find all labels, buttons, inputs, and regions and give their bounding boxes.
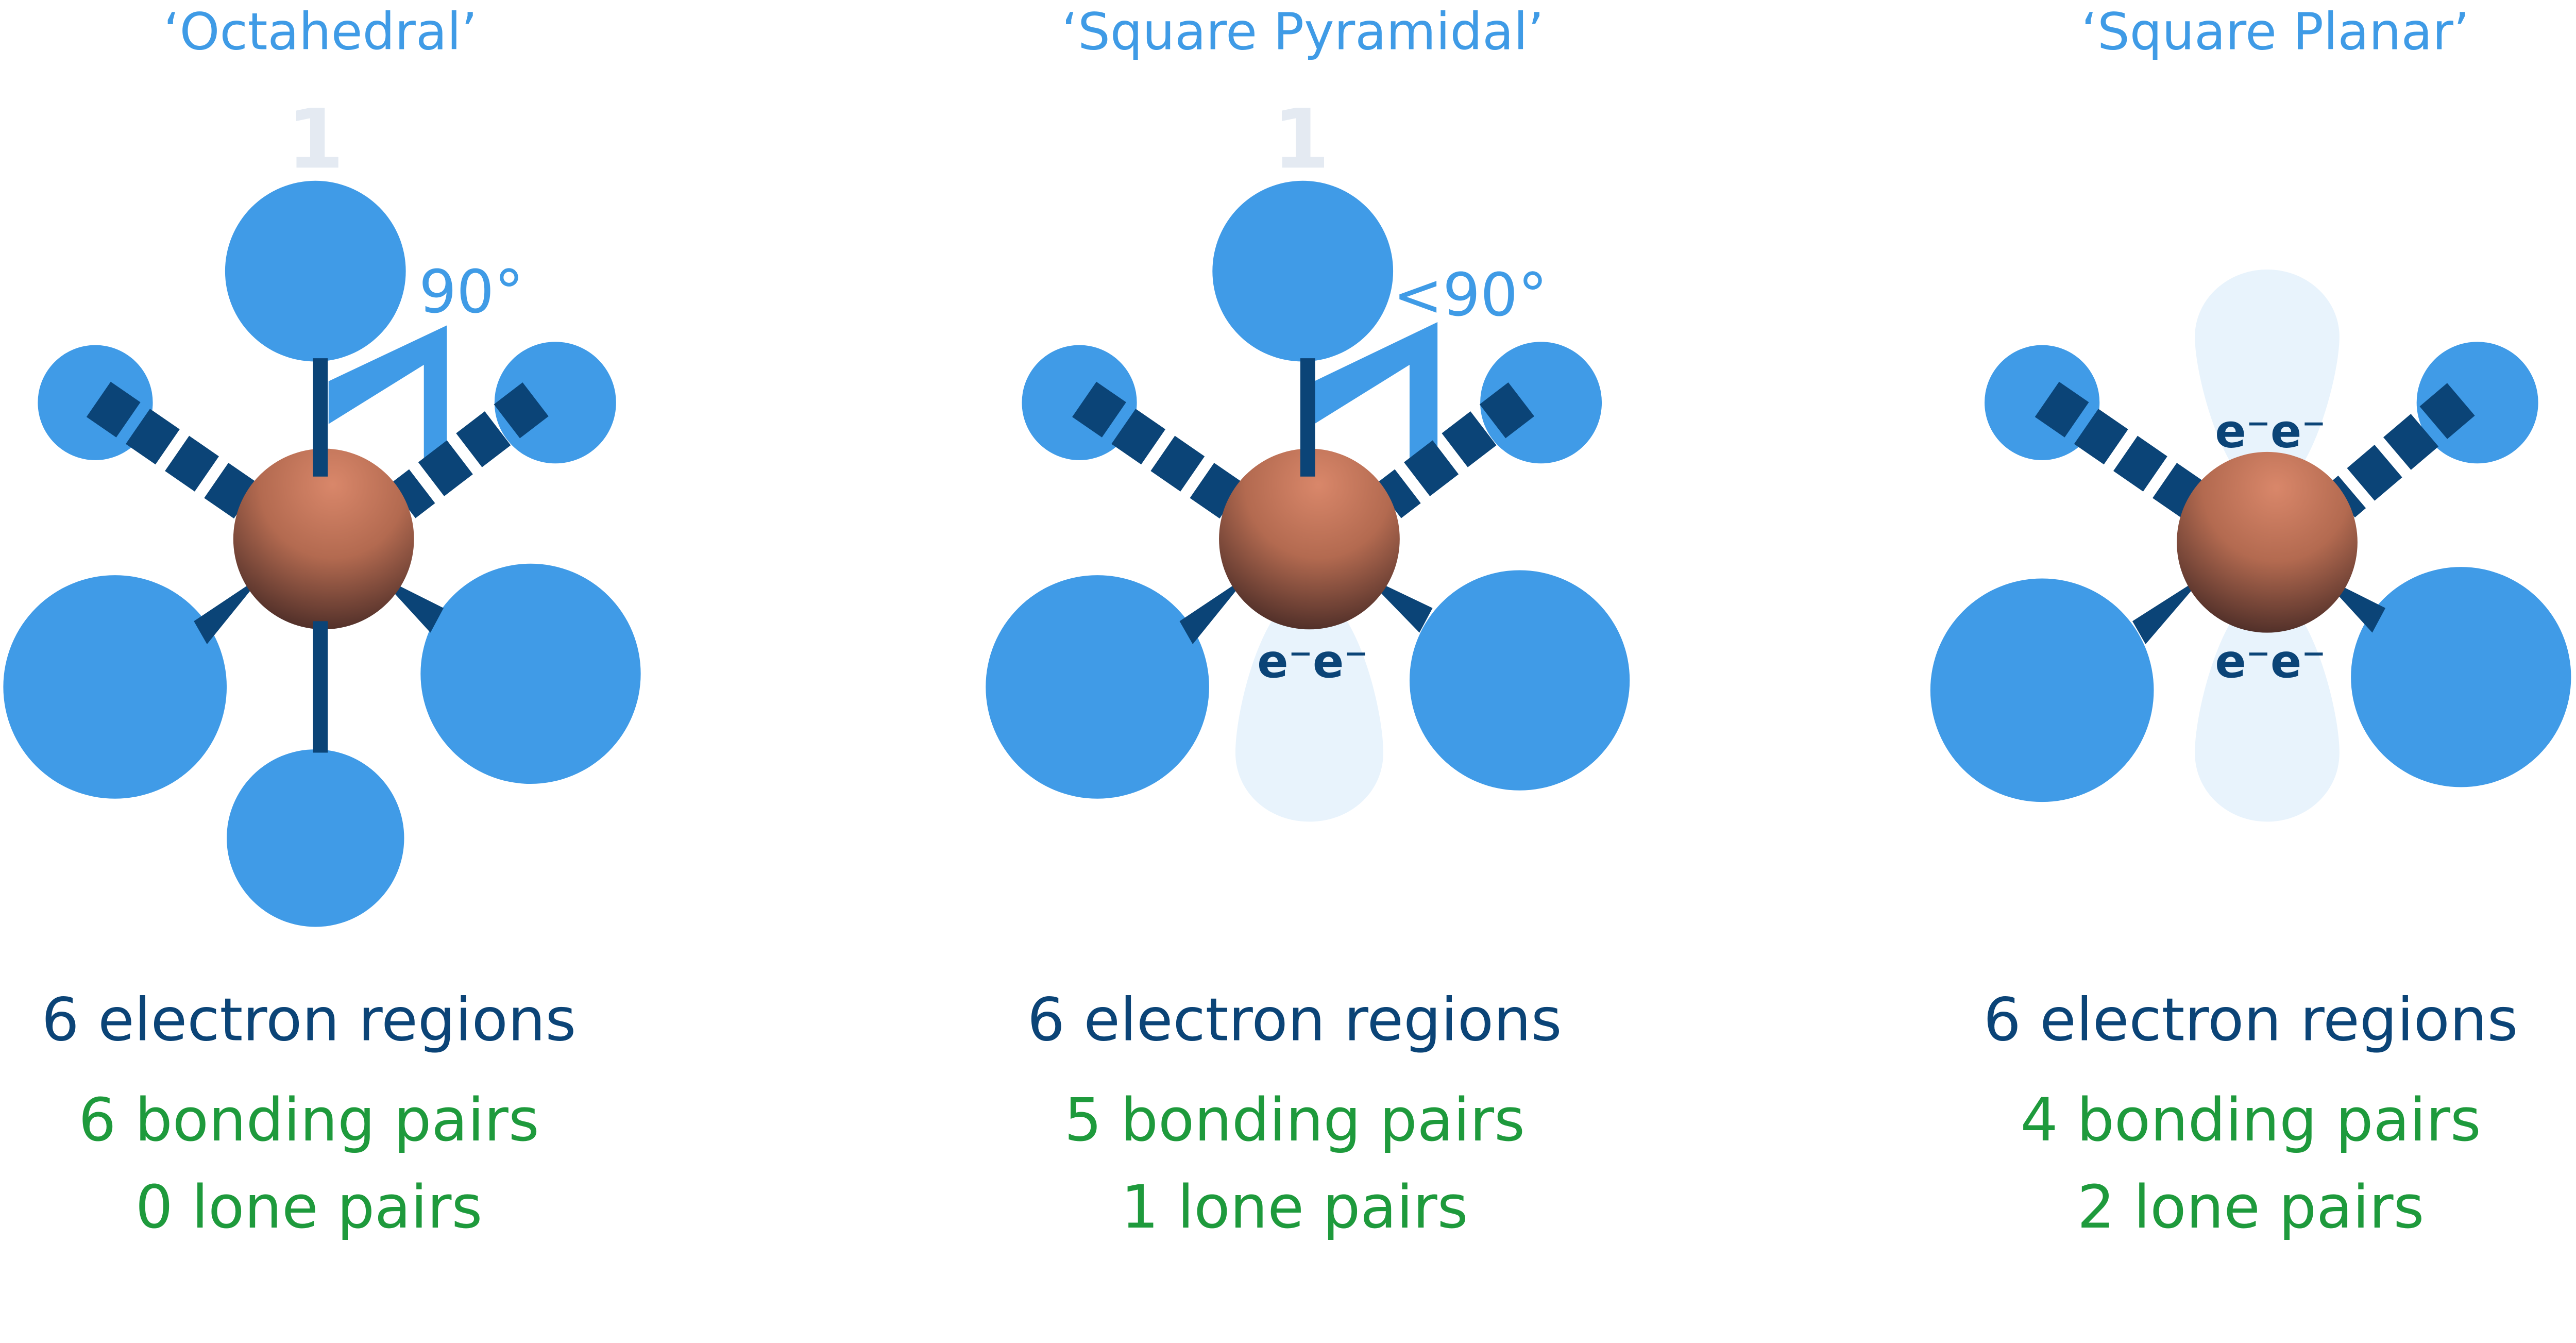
lone-pair-label-top: e⁻e⁻ <box>2215 405 2326 458</box>
wedge-bond-left <box>194 575 263 644</box>
atom-back-left <box>1022 345 1137 460</box>
atom-front-left <box>986 575 1209 799</box>
atom-bottom <box>227 749 404 927</box>
atom-back-left <box>38 345 153 460</box>
angle-label: 90° <box>419 258 523 327</box>
bonding-pairs: 5 bonding pairs <box>1064 1086 1525 1155</box>
angle-marker <box>328 325 447 467</box>
wedge-bond-left <box>2132 575 2205 644</box>
angle-label: <90° <box>1393 261 1548 330</box>
lone-pair-lobe-top <box>2195 269 2340 493</box>
atom-front-left <box>3 575 227 799</box>
atom-top <box>225 180 406 362</box>
central-atom <box>233 448 414 630</box>
hashed-bond-right <box>389 382 549 518</box>
wedge-bond-left <box>1179 575 1249 644</box>
ghost-number: 1 <box>287 91 344 187</box>
electron-regions: 6 electron regions <box>42 985 577 1054</box>
panel-title: ‘Square Pyramidal’ <box>1062 3 1544 62</box>
atom-front-right <box>2351 567 2571 787</box>
panel-title: ‘Square Planar’ <box>2081 3 2470 62</box>
ghost-number: 1 <box>1273 91 1330 187</box>
panel-title: ‘Octahedral’ <box>163 3 477 62</box>
hashed-bond-right <box>2327 383 2475 518</box>
panel-octahedral: ‘Octahedral’ 1 90° 6 electron regions 6 … <box>3 3 641 1242</box>
lone-pair-lobe-bottom <box>2195 591 2340 822</box>
vsepr-diagram: ‘Octahedral’ 1 90° 6 electron regions 6 … <box>3 3 2571 1242</box>
angle-marker <box>1314 322 1438 467</box>
atom-front-left <box>1930 578 2154 802</box>
central-atom <box>1219 448 1400 630</box>
panel-square-planar: ‘Square Planar’ e⁻e⁻ e⁻e⁻ 6 electron reg… <box>1930 3 2571 1242</box>
bonding-pairs: 6 bonding pairs <box>78 1086 539 1155</box>
lone-pair-label-bottom: e⁻e⁻ <box>2215 635 2326 689</box>
central-atom <box>2177 451 2358 633</box>
atom-back-left <box>1985 345 2100 460</box>
electron-regions: 6 electron regions <box>1027 985 1562 1054</box>
hashed-bond-left <box>2035 381 2207 519</box>
hashed-bond-left <box>86 381 259 519</box>
hashed-bond-left <box>1072 381 1245 519</box>
atom-top <box>1212 180 1394 362</box>
hashed-bond-right <box>1375 382 1534 518</box>
bonding-pairs: 4 bonding pairs <box>2020 1086 2481 1155</box>
panel-square-pyramidal: ‘Square Pyramidal’ 1 <90° e⁻e⁻ 6 electro… <box>986 3 1630 1242</box>
atom-front-right <box>1409 570 1630 791</box>
lone-pairs: 0 lone pairs <box>135 1173 483 1242</box>
lone-pairs: 1 lone pairs <box>1121 1173 1468 1242</box>
lone-pairs: 2 lone pairs <box>2077 1173 2425 1242</box>
lone-pair-label: e⁻e⁻ <box>1257 635 1368 689</box>
lone-pair-lobe <box>1235 591 1383 822</box>
electron-regions: 6 electron regions <box>1984 985 2518 1054</box>
atom-front-right <box>420 563 641 784</box>
